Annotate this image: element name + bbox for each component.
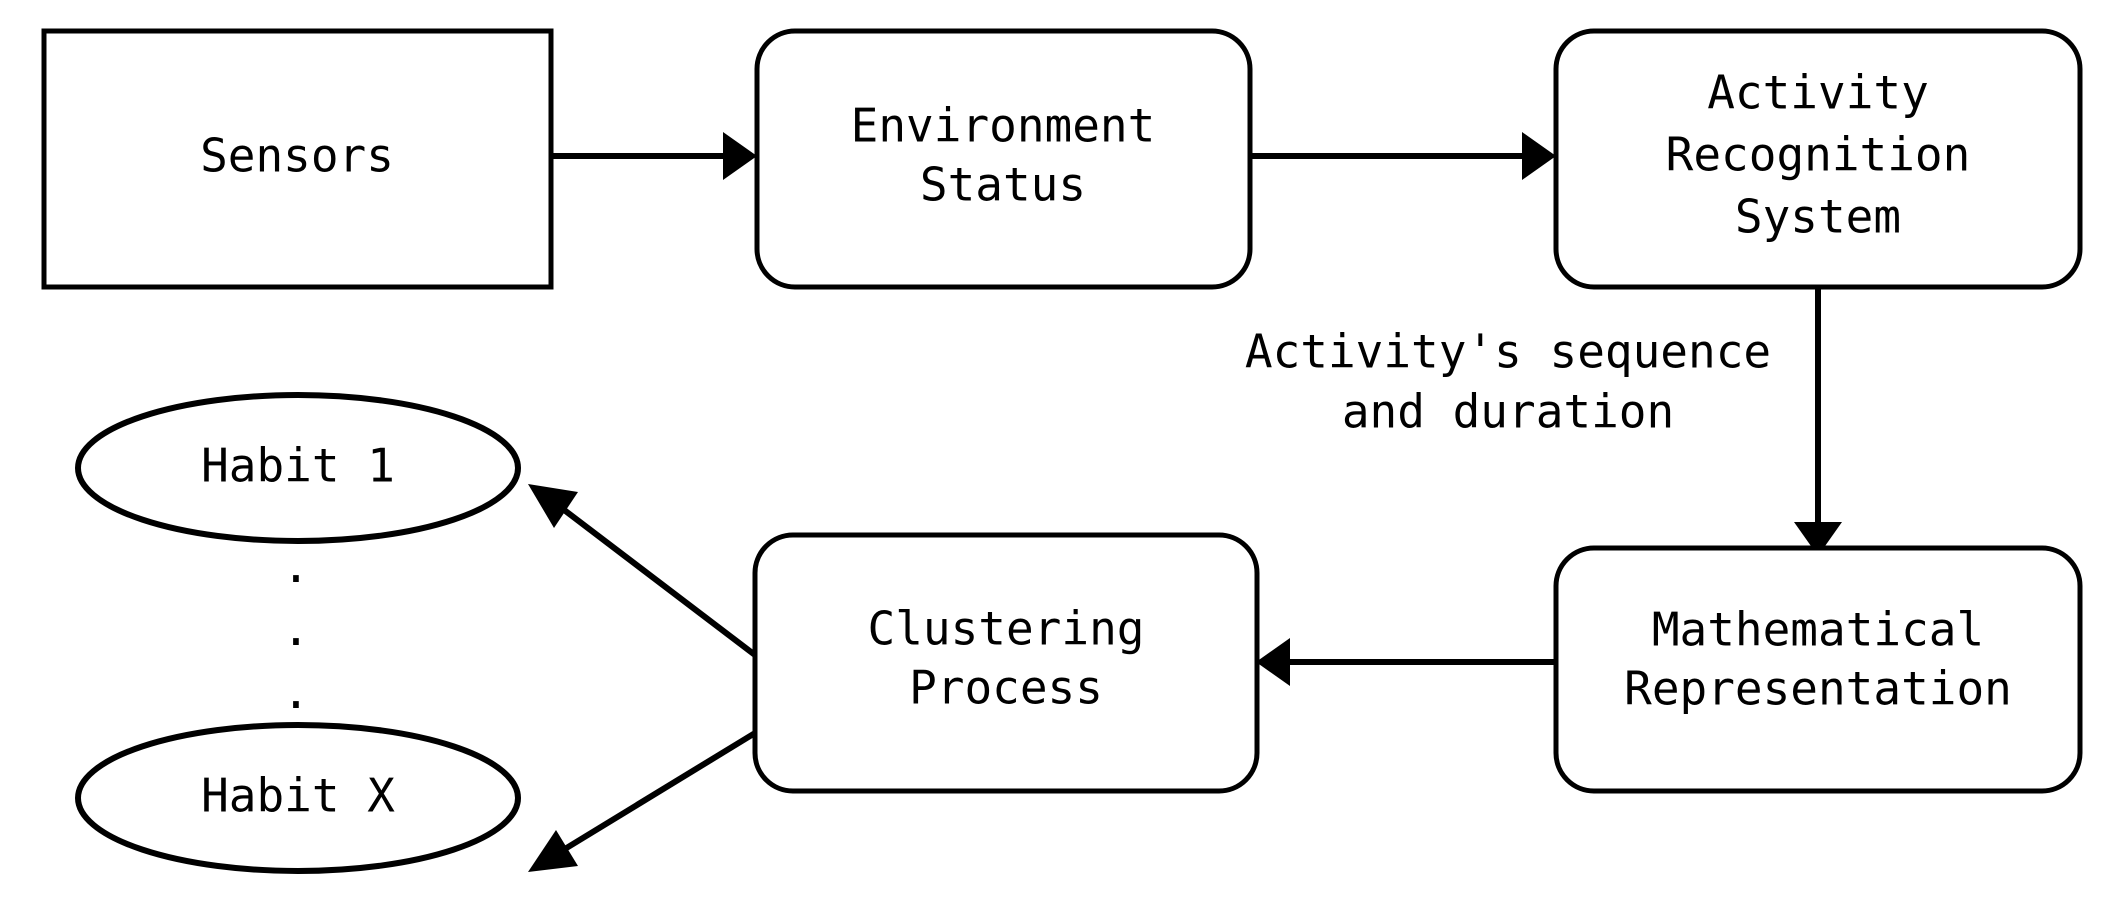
edge-environment-status-to-activity-recognition [1250,132,1556,180]
edge-mathematical-representation-to-clustering [1256,638,1556,686]
node-environment-status[interactable]: Environment Status [754,28,1253,290]
arrow-head-icon [723,132,757,180]
node-environment-status-shape[interactable] [754,28,1253,290]
node-clustering-process-label-line-2: Process [909,661,1103,715]
node-activity-recognition-system-label-line-2: Recognition [1666,128,1971,182]
node-habit-1-label: Habit 1 [201,439,395,493]
habits-vertical-ellipsis: . . . [282,539,310,719]
node-sensors-shape[interactable] [41,28,554,290]
arrow-head-icon [528,484,578,528]
edge-line [553,500,757,658]
edge-activity-recognition-to-mathematical-representation [1794,288,1842,556]
node-activity-recognition-system-label-line-1: Activity [1707,66,1929,120]
edge-label-line-2: and duration [1342,385,1674,439]
node-habit-x-label: Habit X [201,769,395,823]
node-clustering-process-shape[interactable] [752,532,1260,794]
edge-label-line-1: Activity's sequence [1245,325,1771,379]
node-clustering-process[interactable]: Clustering Process [752,532,1260,794]
node-sensors-label: Sensors [200,129,394,183]
ellipsis-dot-1: . [282,539,310,593]
node-mathematical-representation-label-line-1: Mathematical [1652,603,1984,657]
node-activity-recognition-system[interactable]: Activity Recognition System [1553,28,2083,290]
node-mathematical-representation[interactable]: Mathematical Representation [1553,545,2083,794]
ellipsis-dot-2: . [282,602,310,656]
node-mathematical-representation-label-line-2: Representation [1624,662,2012,716]
ellipsis-dot-3: . [282,665,310,719]
node-habit-x[interactable]: Habit X [75,722,521,874]
node-activity-recognition-system-shape[interactable] [1553,28,2083,290]
node-habit-1[interactable]: Habit 1 [75,392,521,544]
node-clustering-process-label-line-1: Clustering [868,602,1145,656]
edge-clustering-to-habit-x [528,730,757,872]
node-habit-1-shape[interactable] [75,392,521,544]
arrow-head-icon [1256,638,1290,686]
node-environment-status-label-line-2: Status [920,158,1086,212]
edge-line [553,730,757,858]
edge-sensors-to-environment-status [551,132,757,180]
arrow-head-icon [1522,132,1556,180]
node-environment-status-label-line-1: Environment [851,99,1156,153]
arrow-head-icon [1794,522,1842,556]
edge-label-activity-sequence-duration: Activity's sequence and duration [1245,325,1771,439]
arrow-head-icon [528,830,578,872]
node-habit-x-shape[interactable] [75,722,521,874]
edge-clustering-to-habit-1 [528,484,757,658]
node-mathematical-representation-shape[interactable] [1553,545,2083,794]
node-sensors[interactable]: Sensors [41,28,554,290]
node-activity-recognition-system-label-line-3: System [1735,190,1901,244]
